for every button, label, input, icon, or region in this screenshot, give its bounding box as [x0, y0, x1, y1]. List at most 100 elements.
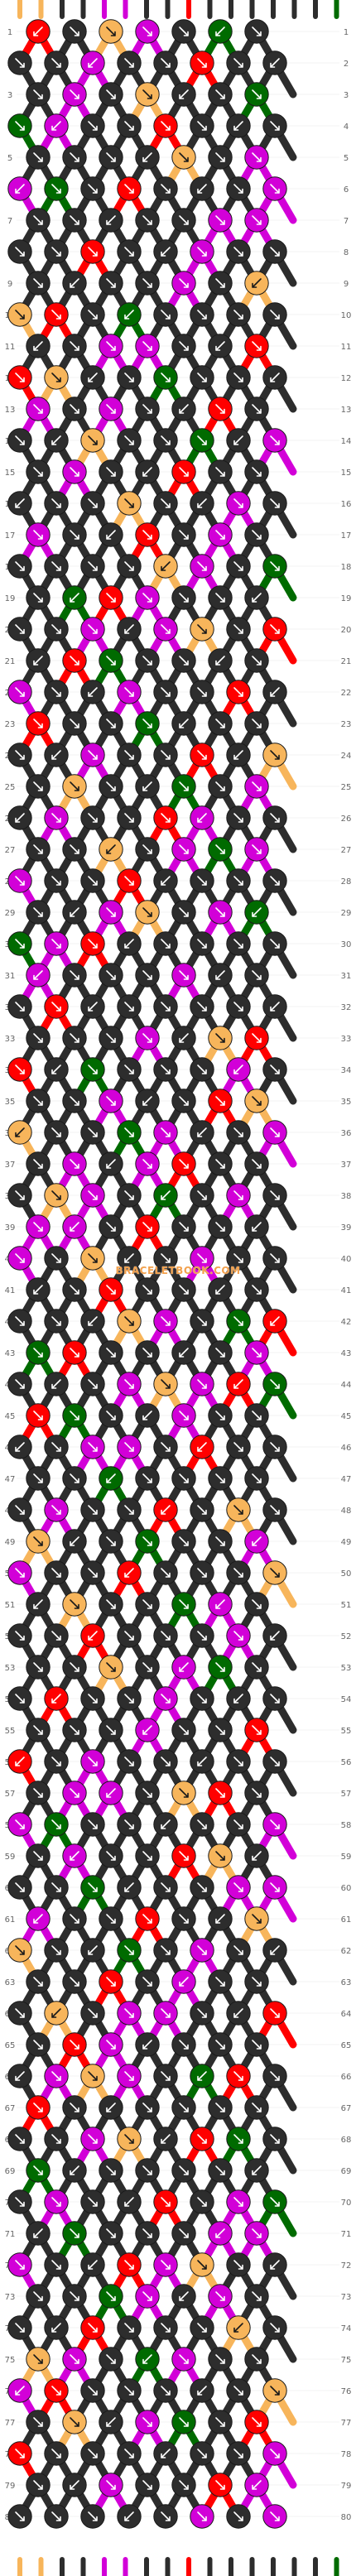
knot[interactable] [80, 2064, 105, 2088]
knot[interactable] [99, 208, 123, 233]
knot[interactable] [62, 1277, 87, 1302]
knot[interactable] [190, 1938, 214, 1963]
knot[interactable] [62, 837, 87, 862]
knot[interactable] [244, 1026, 269, 1050]
knot[interactable] [26, 1969, 51, 1994]
knot[interactable] [208, 208, 233, 233]
knot[interactable] [117, 994, 142, 1019]
knot[interactable] [135, 1151, 160, 1176]
knot[interactable] [171, 334, 196, 358]
knot[interactable] [262, 2441, 287, 2466]
knot[interactable] [26, 900, 51, 925]
knot[interactable] [226, 617, 251, 642]
knot[interactable] [26, 963, 51, 988]
knot[interactable] [62, 2158, 87, 2183]
knot[interactable] [26, 1277, 51, 1302]
knot[interactable] [99, 648, 123, 673]
knot[interactable] [62, 774, 87, 799]
knot[interactable] [153, 1309, 178, 1334]
knot[interactable] [7, 994, 32, 1019]
knot[interactable] [135, 459, 160, 484]
knot[interactable] [244, 522, 269, 547]
knot[interactable] [226, 2504, 251, 2529]
knot[interactable] [7, 554, 32, 579]
knot[interactable] [171, 837, 196, 862]
knot[interactable] [135, 208, 160, 233]
knot[interactable] [117, 1435, 142, 1459]
knot[interactable] [80, 428, 105, 453]
knot[interactable] [7, 617, 32, 642]
knot[interactable] [153, 1749, 178, 1774]
knot[interactable] [208, 837, 233, 862]
knot[interactable] [262, 680, 287, 704]
knot[interactable] [44, 1623, 69, 1648]
knot[interactable] [262, 1623, 287, 1648]
knot[interactable] [244, 2347, 269, 2372]
knot[interactable] [226, 743, 251, 767]
knot[interactable] [208, 711, 233, 736]
knot[interactable] [262, 1686, 287, 1711]
knot[interactable] [44, 994, 69, 1019]
knot[interactable] [171, 1718, 196, 1742]
knot[interactable] [153, 1938, 178, 1963]
knot[interactable] [80, 1812, 105, 1837]
knot[interactable] [208, 2032, 233, 2057]
knot[interactable] [135, 1529, 160, 1554]
knot[interactable] [26, 82, 51, 107]
knot[interactable] [153, 1686, 178, 1711]
knot[interactable] [244, 837, 269, 862]
knot[interactable] [117, 176, 142, 201]
knot[interactable] [44, 491, 69, 516]
knot[interactable] [26, 2158, 51, 2183]
knot[interactable] [99, 459, 123, 484]
knot[interactable] [262, 113, 287, 138]
knot[interactable] [262, 302, 287, 327]
knot[interactable] [190, 994, 214, 1019]
knot[interactable] [208, 2473, 233, 2497]
knot[interactable] [153, 1120, 178, 1145]
knot[interactable] [135, 334, 160, 358]
knot[interactable] [262, 1246, 287, 1271]
knot[interactable] [135, 1214, 160, 1239]
knot[interactable] [244, 648, 269, 673]
knot[interactable] [62, 2410, 87, 2434]
knot[interactable] [226, 1435, 251, 1459]
knot[interactable] [244, 271, 269, 296]
knot[interactable] [171, 1089, 196, 1113]
knot[interactable] [135, 2284, 160, 2309]
knot[interactable] [153, 1372, 178, 1396]
knot[interactable] [226, 2252, 251, 2277]
knot[interactable] [135, 837, 160, 862]
knot[interactable] [7, 2441, 32, 2466]
knot[interactable] [99, 2347, 123, 2372]
knot[interactable] [190, 1183, 214, 1208]
knot[interactable] [117, 1812, 142, 1837]
knot[interactable] [44, 1560, 69, 1585]
knot[interactable] [80, 1057, 105, 1082]
knot[interactable] [262, 428, 287, 453]
knot[interactable] [226, 868, 251, 893]
knot[interactable] [62, 963, 87, 988]
knot[interactable] [153, 2441, 178, 2466]
knot[interactable] [171, 396, 196, 421]
knot[interactable] [80, 1120, 105, 1145]
knot[interactable] [244, 1906, 269, 1931]
knot[interactable] [153, 1875, 178, 1900]
knot[interactable] [135, 145, 160, 170]
knot[interactable] [262, 1120, 287, 1145]
knot[interactable] [7, 365, 32, 390]
knot[interactable] [117, 428, 142, 453]
knot[interactable] [7, 1497, 32, 1522]
knot[interactable] [80, 617, 105, 642]
knot[interactable] [80, 1435, 105, 1459]
knot[interactable] [7, 50, 32, 75]
knot[interactable] [99, 2473, 123, 2497]
knot[interactable] [262, 1372, 287, 1396]
knot[interactable] [190, 428, 214, 453]
knot[interactable] [190, 868, 214, 893]
knot[interactable] [117, 1497, 142, 1522]
knot[interactable] [80, 176, 105, 201]
knot[interactable] [190, 50, 214, 75]
knot[interactable] [62, 648, 87, 673]
knot[interactable] [226, 365, 251, 390]
